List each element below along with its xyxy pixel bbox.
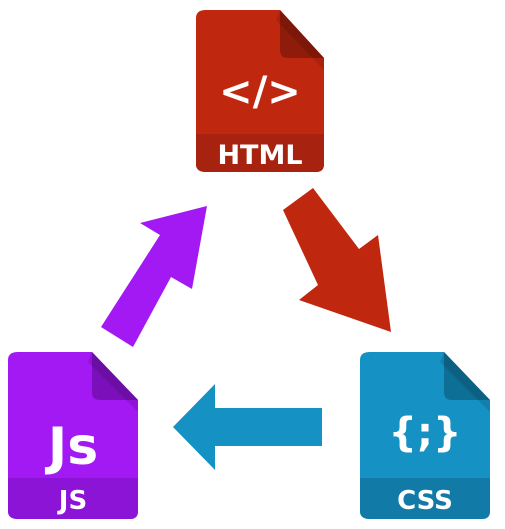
js-file-label: JS (57, 486, 87, 516)
arrow-left-icon (173, 384, 322, 470)
js-file-band (8, 478, 138, 519)
html-file-band (196, 134, 324, 172)
arrow-right-down-icon (283, 188, 391, 332)
js-file-fold (92, 352, 138, 400)
css-file-fold (444, 352, 490, 400)
js-file-glyph: Js (45, 417, 98, 477)
css-file-icon: {;} CSS (360, 352, 490, 519)
css-file-glyph: {;} (389, 410, 462, 456)
html-file-fold (280, 10, 324, 58)
html-file-fold-shadow (276, 10, 324, 70)
css-file-label: CSS (397, 486, 453, 516)
html-file-icon: </> HTML (196, 10, 324, 172)
css-file-band (360, 478, 490, 519)
js-file-icon: Js JS (8, 352, 138, 519)
html-file-label: HTML (217, 140, 302, 171)
arrow-up-right-icon (101, 206, 207, 347)
js-file-fold-shadow (88, 352, 138, 412)
css-file-fold-shadow (440, 352, 490, 412)
html-file-glyph: </> (219, 69, 301, 115)
